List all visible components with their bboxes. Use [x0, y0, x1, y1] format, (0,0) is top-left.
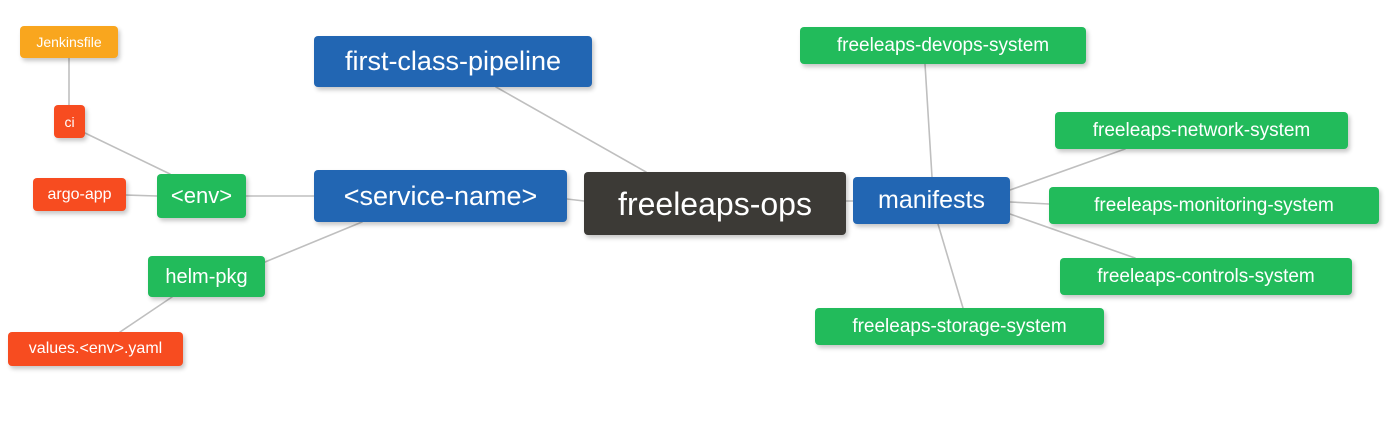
edge-manifests-devops — [924, 63, 933, 178]
node-label-freeleaps-ops: freeleaps-ops — [618, 185, 812, 222]
edge-manifests-monitoring — [1009, 201, 1050, 205]
edge-servicename-helmpkg — [264, 221, 363, 263]
node-label-env: <env> — [170, 183, 233, 208]
node-label-ci: ci — [64, 113, 75, 130]
node-jenkinsfile[interactable]: Jenkinsfile — [20, 26, 118, 58]
node-service-name[interactable]: <service-name> — [314, 170, 567, 222]
edge-manifests-network — [1009, 148, 1126, 191]
node-freeleaps-monitoring-system[interactable]: freeleaps-monitoring-system — [1049, 187, 1379, 224]
node-label-freeleaps-controls-system: freeleaps-controls-system — [1097, 266, 1315, 287]
node-label-freeleaps-network-system: freeleaps-network-system — [1092, 120, 1311, 141]
edge-manifests-storage — [937, 223, 964, 309]
node-label-first-class-pipeline: first-class-pipeline — [344, 46, 562, 76]
edge-ci-env — [84, 132, 171, 175]
node-ci[interactable]: ci — [54, 105, 85, 138]
edge-servicename-freeleapsops — [566, 198, 585, 202]
node-manifests[interactable]: manifests — [853, 177, 1010, 224]
node-first-class-pipeline[interactable]: first-class-pipeline — [314, 36, 592, 87]
edge-firstclass-freeleapsops — [495, 86, 647, 173]
node-label-freeleaps-devops-system: freeleaps-devops-system — [836, 35, 1050, 56]
node-argo-app[interactable]: argo-app — [33, 178, 126, 211]
node-label-jenkinsfile: Jenkinsfile — [36, 34, 102, 50]
node-label-service-name: <service-name> — [343, 180, 538, 211]
edge-argoapp-env — [125, 194, 158, 197]
node-env[interactable]: <env> — [157, 174, 246, 218]
node-label-helm-pkg: helm-pkg — [165, 265, 248, 288]
node-label-manifests: manifests — [878, 186, 985, 214]
edge-helmpkg-values — [119, 296, 173, 333]
node-freeleaps-storage-system[interactable]: freeleaps-storage-system — [815, 308, 1104, 345]
node-freeleaps-devops-system[interactable]: freeleaps-devops-system — [800, 27, 1086, 64]
node-label-argo-app: argo-app — [47, 185, 112, 203]
node-helm-pkg[interactable]: helm-pkg — [148, 256, 265, 297]
node-freeleaps-ops[interactable]: freeleaps-ops — [584, 172, 846, 235]
node-label-values-yaml: values.<env>.yaml — [28, 340, 163, 357]
node-label-freeleaps-storage-system: freeleaps-storage-system — [852, 316, 1067, 337]
node-values-yaml[interactable]: values.<env>.yaml — [8, 332, 183, 366]
node-label-freeleaps-monitoring-system: freeleaps-monitoring-system — [1094, 195, 1334, 216]
node-freeleaps-network-system[interactable]: freeleaps-network-system — [1055, 112, 1348, 149]
node-freeleaps-controls-system[interactable]: freeleaps-controls-system — [1060, 258, 1352, 295]
